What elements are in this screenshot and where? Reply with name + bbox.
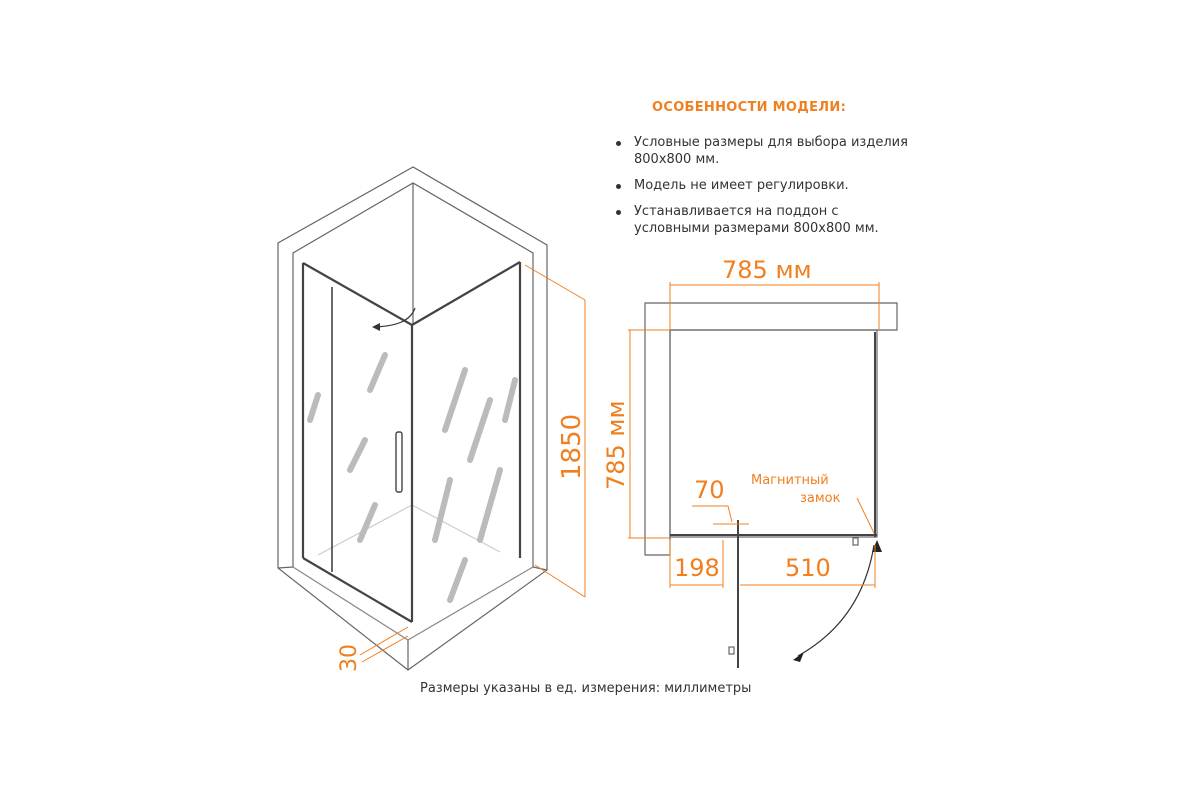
door-handle	[395, 431, 403, 493]
shower-frame	[301, 261, 522, 623]
width-label: 785 мм	[722, 256, 812, 284]
glass-pattern	[307, 352, 518, 603]
features-title: ОСОБЕННОСТИ МОДЕЛИ:	[652, 100, 847, 115]
isometric-view	[277, 166, 548, 671]
height-dimension	[359, 264, 586, 663]
left-offset-label: 198	[674, 554, 720, 582]
plan-dimensions	[628, 282, 880, 588]
feature-item: Устанавливается на поддон с условными ра…	[614, 203, 914, 237]
height-label: 1850	[557, 414, 587, 480]
magnet-label-1: Магнитный	[751, 473, 829, 488]
features-list: Условные размеры для выбора изделия 800x…	[614, 134, 914, 246]
plan-walls	[644, 302, 898, 556]
door-width-label: 510	[785, 554, 831, 582]
magnet-label-2: замок	[800, 491, 841, 506]
plan-view	[644, 302, 898, 668]
depth-label: 785 мм	[602, 400, 630, 490]
door-swing-arc	[797, 544, 875, 657]
feature-item: Модель не имеет регулировки.	[614, 177, 914, 194]
feature-item: Условные размеры для выбора изделия 800x…	[614, 134, 914, 168]
units-footer: Размеры указаны в ед. измерения: миллиме…	[420, 681, 752, 696]
tray-height-label: 30	[337, 644, 362, 672]
gap-label: 70	[694, 476, 725, 504]
